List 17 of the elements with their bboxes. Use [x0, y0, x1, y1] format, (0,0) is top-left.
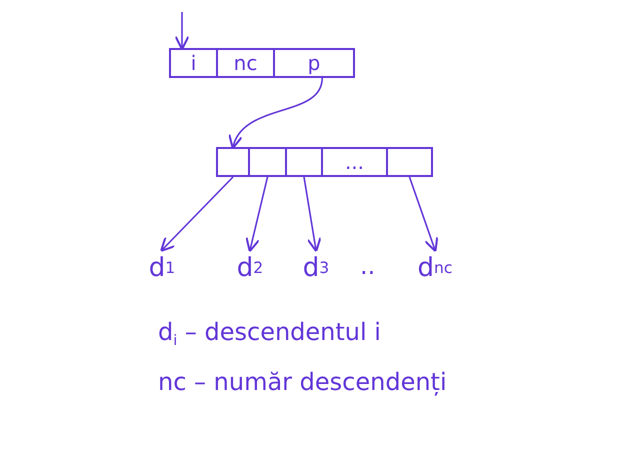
array-cell — [285, 147, 323, 177]
arrow — [160, 176, 234, 252]
record-field: p — [273, 48, 355, 78]
array-cell — [386, 147, 433, 177]
arrow — [230, 78, 323, 150]
record-field: ... — [321, 147, 388, 177]
arrow — [174, 12, 190, 50]
legend-note: nc – număr descendenți — [158, 368, 447, 396]
arrow — [303, 176, 322, 252]
record-field: nc — [216, 48, 275, 78]
array-cell — [248, 147, 287, 177]
arrow — [408, 176, 438, 252]
ellipsis: .. — [360, 252, 376, 280]
array-cell — [216, 147, 250, 177]
legend-note: d$_{i}$ – descendentul i — [158, 318, 381, 350]
record-field: i — [169, 48, 218, 78]
arrow — [245, 176, 268, 252]
